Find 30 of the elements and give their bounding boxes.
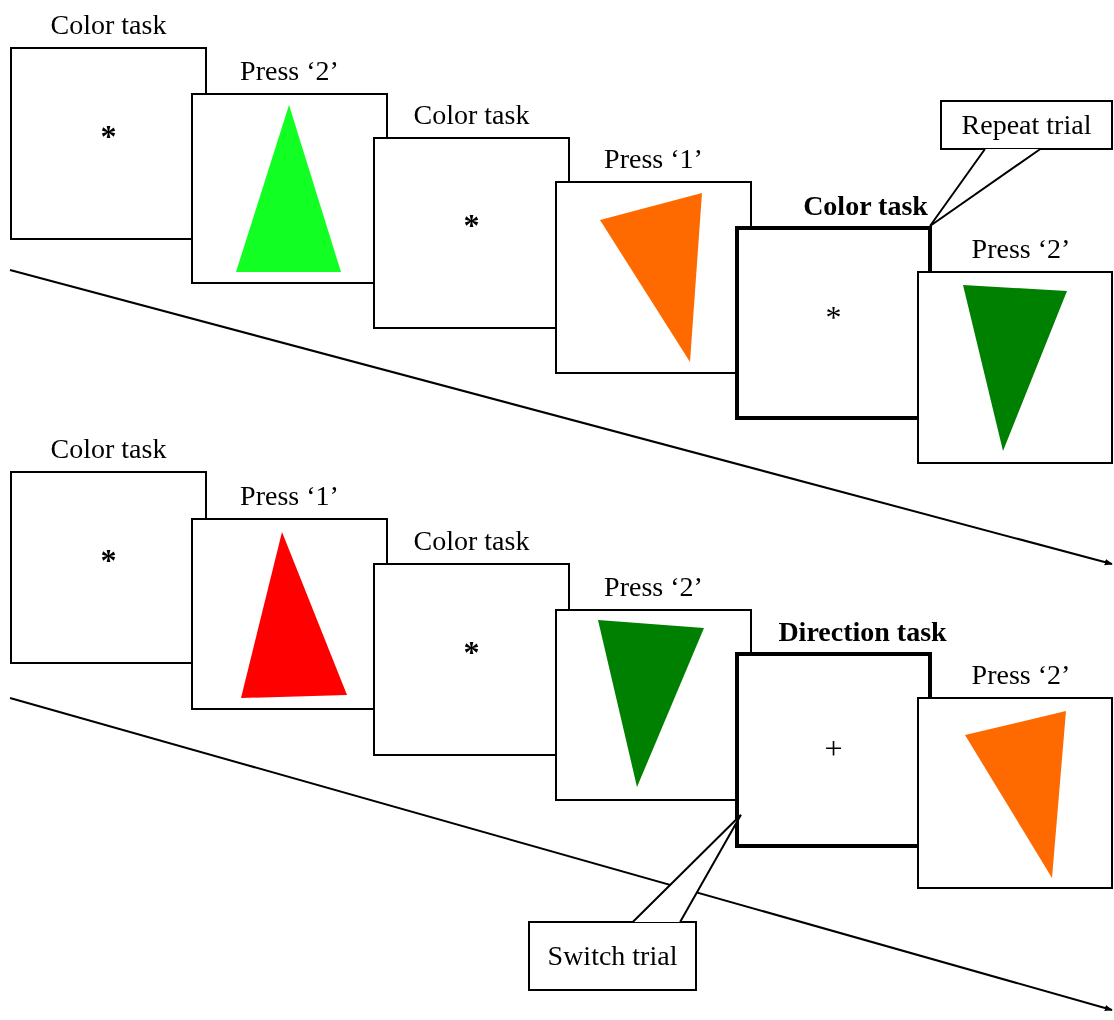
triangle-stimulus [963,285,1067,451]
frame-heading: Color task [50,433,167,465]
stimulus-symbol: * [463,635,480,668]
callout-pointer [631,813,742,923]
frame-heading: Press ‘2’ [604,571,703,603]
stimulus-symbol: * [463,209,480,242]
stimulus-symbol: + [824,732,843,765]
triangle-stimulus [598,620,704,787]
callout-text: Repeat trial [961,109,1092,141]
frame-heading: Press ‘2’ [971,233,1071,265]
frame-heading: Color task [803,190,928,222]
frame-heading: Color task [50,9,167,41]
stimulus-symbol: * [825,301,842,334]
frame-heading: Press ‘1’ [240,480,339,512]
triangle-stimulus [600,193,702,362]
stimulus-symbol: * [100,543,117,576]
callout-pointer [929,148,1042,227]
frame-heading: Color task [413,525,530,557]
frame-heading: Direction task [778,616,947,648]
callout-box [528,921,697,991]
frame-heading: Color task [413,99,530,131]
callout-box [940,100,1113,150]
triangle-stimulus [236,105,341,272]
frame-heading: Press ‘1’ [604,143,703,175]
frame-heading: Press ‘2’ [971,659,1071,691]
callout-text: Switch trial [547,940,678,972]
stimulus-symbol: * [100,119,117,152]
frame-heading: Press ‘2’ [240,55,339,87]
triangle-stimulus [241,532,347,698]
triangle-stimulus [965,711,1066,878]
